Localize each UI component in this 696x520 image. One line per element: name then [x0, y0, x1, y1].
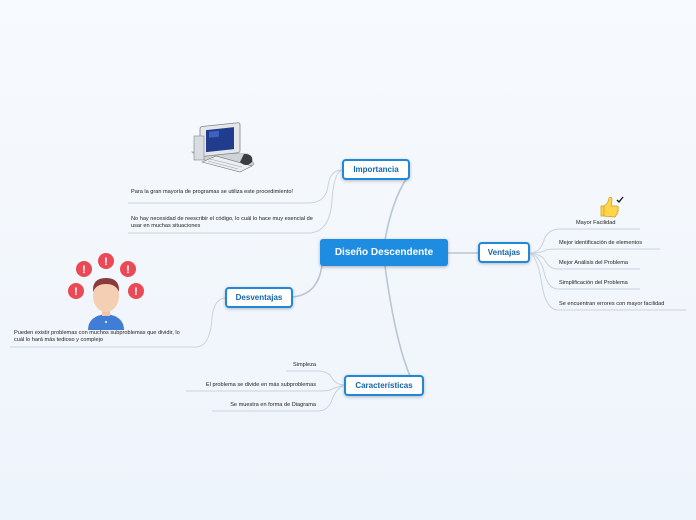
ventajas-item-1[interactable]: Mayor Facilidad	[576, 220, 616, 226]
central-topic-label: Diseño Descendente	[334, 247, 434, 258]
topic-caracteristicas[interactable]: Características	[344, 375, 424, 396]
desventajas-item-1[interactable]: Pueden existir problemas con muchos subp…	[14, 330, 180, 343]
svg-text:!: !	[74, 286, 78, 298]
central-topic[interactable]: Diseño Descendente	[320, 239, 448, 266]
svg-text:!: !	[104, 256, 108, 268]
topic-importancia-label: Importancia	[353, 165, 399, 174]
ventajas-item-5[interactable]: Se encuentran errores con mayor facilida…	[559, 301, 665, 307]
connector-ventajas-leaf-5	[529, 252, 686, 311]
connector-desventajas	[291, 264, 323, 298]
importancia-item-2[interactable]: No hay necesidad de reescribir el código…	[131, 216, 313, 229]
topic-importancia[interactable]: Importancia	[342, 159, 410, 180]
connector-caracteristicas-leaf-3	[212, 384, 346, 412]
connector-ventajas-leaf-4	[529, 252, 640, 290]
svg-text:!: !	[134, 286, 138, 298]
importancia-item-1[interactable]: Para la gran mayoría de programas se uti…	[131, 189, 293, 195]
connector-importancia-leaf-1	[128, 169, 343, 204]
connector-importancia-leaf-2	[128, 169, 343, 234]
ventajas-item-4[interactable]: Simplificación del Problema	[559, 280, 628, 286]
svg-text:!: !	[126, 264, 130, 276]
connector-caracteristicas	[384, 265, 411, 377]
computer-icon	[191, 122, 255, 173]
connector-ventajas-leaf-3	[529, 252, 640, 270]
ventajas-item-3[interactable]: Mejor Análisis del Problema	[559, 260, 629, 266]
confused-person-icon: ! ! ! ! !	[68, 253, 144, 330]
connector-caracteristicas-leaf-2	[186, 384, 346, 392]
connector-desventajas-leaf-1	[10, 297, 227, 348]
connector-importancia	[384, 175, 409, 241]
topic-desventajas-label: Desventajas	[235, 293, 283, 302]
connector-caracteristicas-leaf-1	[286, 370, 346, 386]
caracteristicas-item-1[interactable]: Simpleza	[292, 362, 316, 368]
svg-text:!: !	[82, 264, 86, 276]
caracteristicas-item-2[interactable]: El problema se divide en más subproblema…	[205, 382, 316, 388]
topic-desventajas[interactable]: Desventajas	[225, 287, 293, 308]
ventajas-item-2[interactable]: Mejor identificación de elementos	[559, 240, 643, 246]
caracteristicas-item-3[interactable]: Se muestra en forma de Diagrama	[230, 402, 316, 408]
connector-ventajas-leaf-1	[529, 228, 640, 254]
topic-caracteristicas-label: Características	[355, 381, 413, 390]
topic-ventajas-label: Ventajas	[487, 248, 521, 257]
topic-ventajas[interactable]: Ventajas	[478, 242, 530, 263]
thumbs-up-icon	[600, 196, 624, 218]
connector-ventajas-leaf-2	[529, 248, 660, 254]
